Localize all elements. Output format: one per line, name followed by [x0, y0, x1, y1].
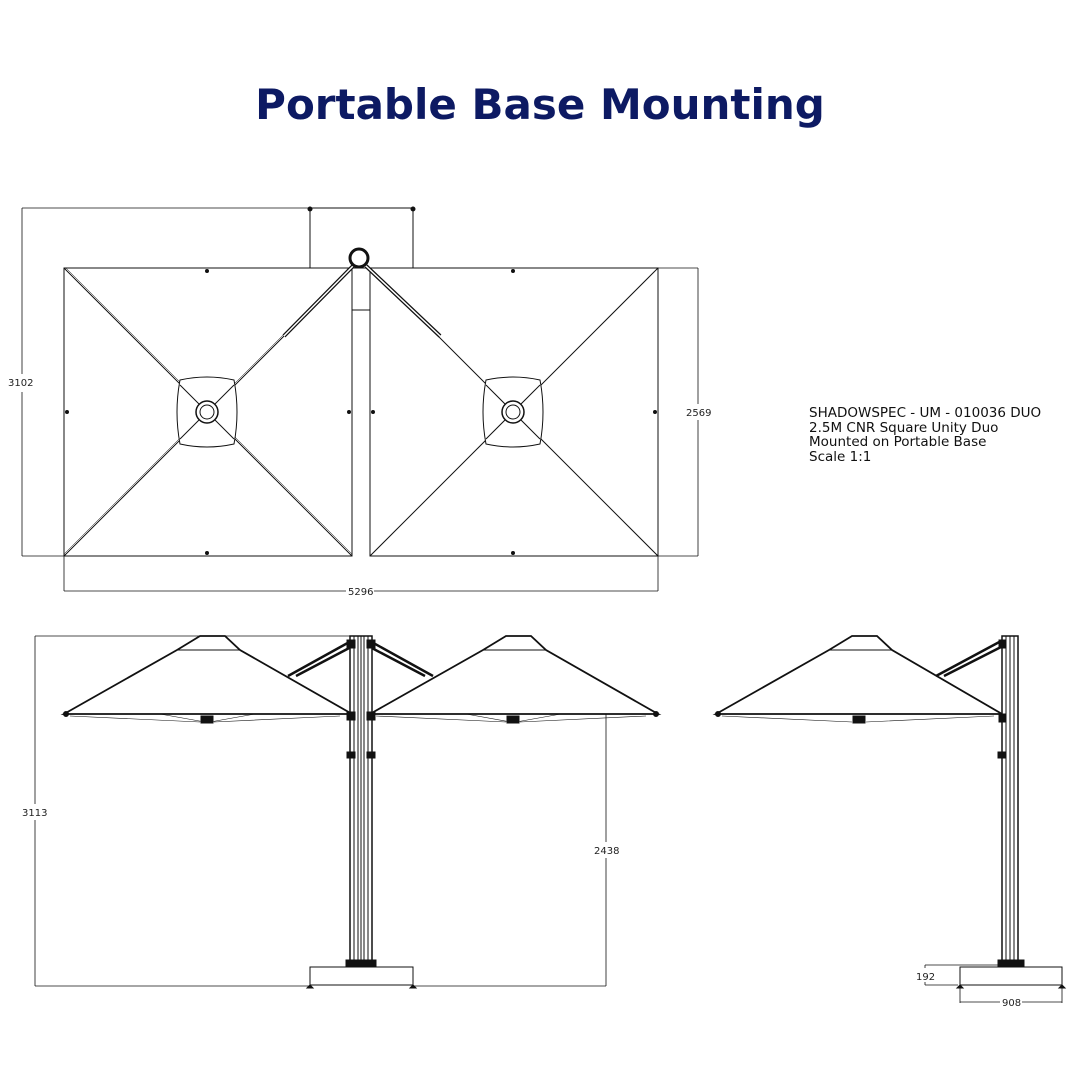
- front-canopy-left: [60, 635, 356, 724]
- side-dimensions: [924, 964, 1063, 1003]
- spec-line-scale: Scale 1:1: [809, 448, 872, 465]
- side-view: 192 908: [712, 635, 1067, 1009]
- dim-2569: 2569: [686, 408, 711, 419]
- front-view: 3113 2438: [22, 635, 662, 989]
- dim-3102: 3102: [8, 378, 33, 389]
- front-pole: [345, 635, 377, 968]
- dim-192: 192: [916, 972, 935, 983]
- top-arms: [282, 247, 442, 338]
- spec-line-model: 2.5M CNR Square Unity Duo: [809, 419, 999, 436]
- side-base: [959, 966, 1063, 986]
- front-canopy-right: [366, 635, 662, 724]
- spec-line-code: SHADOWSPEC - UM - 010036 DUO: [809, 405, 1042, 421]
- dim-3113: 3113: [22, 808, 47, 819]
- top-view: 3102 2569 5296: [8, 206, 711, 598]
- top-dimensions: [21, 207, 699, 592]
- spec-block: SHADOWSPEC - UM - 010036 DUO 2.5M CNR Sq…: [809, 406, 1041, 464]
- top-canopy-right: [369, 267, 659, 557]
- front-dimensions: [34, 635, 607, 987]
- dim-2438: 2438: [594, 846, 619, 857]
- dim-5296: 5296: [348, 587, 373, 598]
- front-base: [309, 966, 414, 986]
- dim-908: 908: [1002, 998, 1021, 1009]
- page-title: Portable Base Mounting: [255, 80, 825, 129]
- spec-line-mount: Mounted on Portable Base: [809, 434, 987, 450]
